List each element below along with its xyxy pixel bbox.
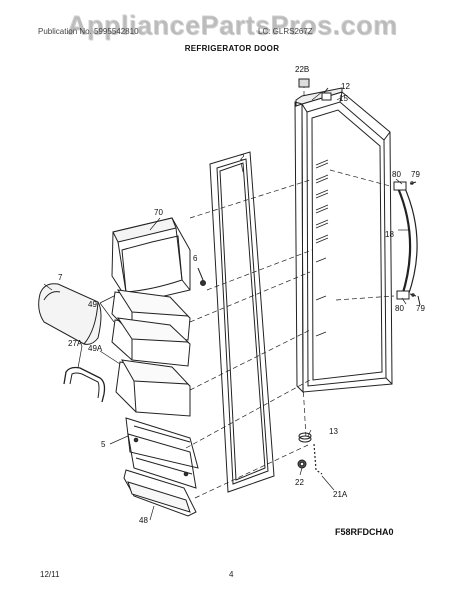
shelf-frame <box>125 417 199 489</box>
callout-7: 7 <box>58 273 63 282</box>
door-bin-upper <box>111 289 191 341</box>
page-number: 4 <box>229 570 234 579</box>
callout-2: 2 <box>240 153 245 162</box>
dairy-compartment <box>111 217 191 305</box>
callout-21a: 21A <box>333 490 348 499</box>
door-bin-large <box>115 359 191 417</box>
hinge-cap <box>298 78 332 101</box>
callout-22b: 22B <box>295 65 309 74</box>
callout-49: 49 <box>88 300 97 309</box>
callout-48: 48 <box>139 516 148 525</box>
lower-hinge-parts <box>297 432 323 475</box>
callout-12: 12 <box>341 82 350 91</box>
callout-80-top: 80 <box>392 170 401 179</box>
door-gasket <box>209 151 275 493</box>
callout-49a: 49A <box>88 344 103 353</box>
callout-leaders <box>43 91 410 521</box>
door-liner-ribs <box>315 159 329 337</box>
section-title: REFRIGERATOR DOOR <box>184 44 280 53</box>
callout-18: 18 <box>385 230 394 239</box>
bottom-shelf <box>123 469 197 517</box>
callout-13: 13 <box>329 427 338 436</box>
callout-5: 5 <box>101 440 106 449</box>
callout-6: 6 <box>193 254 198 263</box>
bin-bracket <box>63 366 106 403</box>
screw <box>197 267 206 286</box>
callout-79-top: 79 <box>411 170 420 179</box>
callout-27a: 27A <box>68 339 83 348</box>
watermark: AppliancePartsPros.com <box>66 10 398 40</box>
callout-79-bottom: 79 <box>416 304 425 313</box>
diagram-code: F58RFDCHA0 <box>335 527 394 537</box>
callout-70: 70 <box>154 208 163 217</box>
door-bin-lower <box>111 317 191 367</box>
callout-80-bottom: 80 <box>395 304 404 313</box>
model-label: LC: GLRS267Z <box>258 27 313 36</box>
callout-15: 15 <box>339 94 348 103</box>
door-outer-panel <box>294 87 393 394</box>
publication-number: Publication No. 5995542810 <box>38 27 139 36</box>
handle-screws <box>409 181 421 306</box>
door-handle <box>393 181 418 300</box>
footer-date: 12/11 <box>40 570 60 579</box>
dairy-door <box>38 283 102 345</box>
callout-22: 22 <box>295 478 304 487</box>
